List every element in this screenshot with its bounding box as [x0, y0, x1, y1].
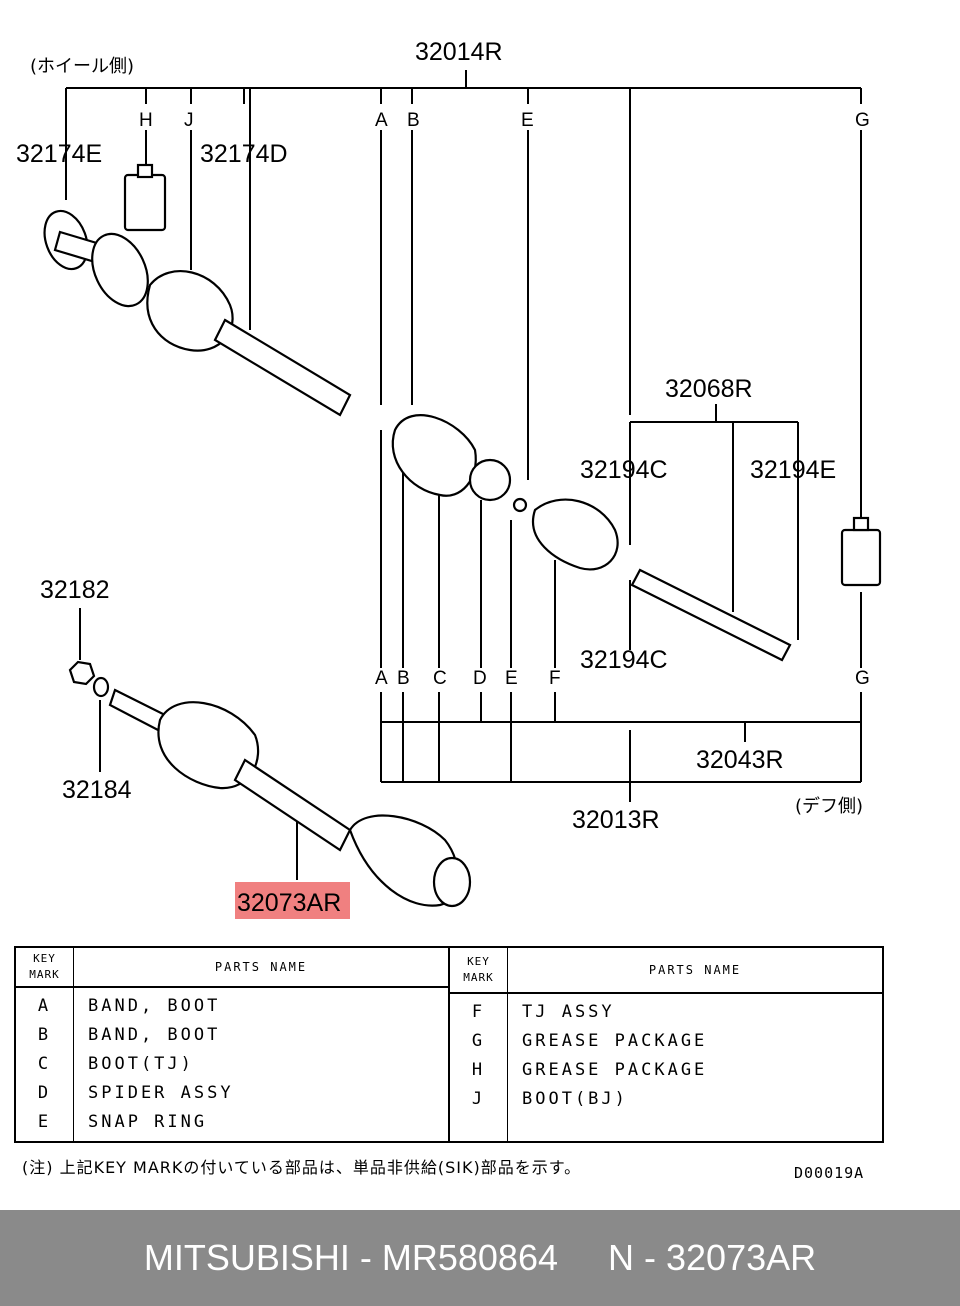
key-mark-header-text: KEY MARK [463, 955, 494, 984]
callout-32014R: 32014R [415, 38, 503, 66]
lower-drive-shaft-32073AR [68, 660, 472, 908]
parts-table-right: KEY MARK PARTS NAME F G H J TJ ASSY GREA… [448, 948, 882, 1141]
table-name-cell: BAND, BOOT [88, 996, 221, 1016]
parts-table-left: KEY MARK PARTS NAME A B C D E BAND, BOOT… [16, 948, 448, 1141]
table-header: KEY MARK PARTS NAME [16, 948, 448, 988]
table-name-cell: SNAP RING [88, 1112, 208, 1132]
callout-32194C-bottom: 32194C [580, 646, 668, 674]
table-key-cell: C [37, 1054, 52, 1074]
key-mark-header: KEY MARK [16, 948, 74, 986]
footnote: (注) 上記KEY MARKの付いている部品は、単品非供給(SIK)部品を示す。 [22, 1158, 582, 1177]
callout-32068R: 32068R [665, 375, 753, 403]
callout-32182: 32182 [40, 576, 110, 604]
parts-table: KEY MARK PARTS NAME A B C D E BAND, BOOT… [14, 946, 884, 1143]
parts-name-header: PARTS NAME [214, 960, 308, 974]
callout-32013R: 32013R [572, 806, 660, 834]
table-key-cell: F [471, 1002, 486, 1022]
callout-32184: 32184 [62, 776, 132, 804]
callout-32043R: 32043R [696, 746, 784, 774]
leader-lines [65, 70, 862, 880]
table-name-cell: BOOT(TJ) [88, 1054, 194, 1074]
table-key-cell: J [471, 1089, 486, 1109]
upper-drive-shaft [43, 163, 882, 662]
key-G-top: G [855, 110, 870, 131]
key-D-bottom: D [473, 668, 487, 689]
name-column: BAND, BOOT BAND, BOOT BOOT(TJ) SPIDER AS… [74, 988, 448, 1141]
callout-32174E: 32174E [16, 140, 102, 168]
key-E-top: E [521, 110, 534, 131]
table-body: A B C D E BAND, BOOT BAND, BOOT BOOT(TJ)… [16, 988, 448, 1141]
key-A-top: A [375, 110, 388, 131]
callout-32073AR: 32073AR [237, 889, 341, 917]
table-key-cell: G [471, 1031, 486, 1051]
table-body: F G H J TJ ASSY GREASE PACKAGE GREASE PA… [450, 994, 882, 1141]
key-G-bottom: G [855, 668, 870, 689]
key-mark-header-text: KEY MARK [29, 952, 60, 981]
key-B-top: B [407, 110, 420, 131]
key-F-bottom: F [549, 668, 561, 689]
table-name-cell: GREASE PACKAGE [522, 1060, 708, 1080]
table-name-cell: TJ ASSY [522, 1002, 615, 1022]
exploded-parts-diagram: (ホイール側) 32014R 32174E 32174D 32068R 3219… [16, 38, 882, 919]
table-key-cell: A [37, 996, 52, 1016]
highlight-box [235, 882, 350, 919]
name-column: TJ ASSY GREASE PACKAGE GREASE PACKAGE BO… [508, 994, 882, 1141]
table-header: KEY MARK PARTS NAME [450, 948, 882, 994]
table-key-cell: E [37, 1112, 52, 1132]
table-key-cell: B [37, 1025, 52, 1045]
key-J-top: J [184, 110, 194, 131]
footer-bar: MITSUBISHI - MR580864 N - 32073AR [0, 1210, 960, 1306]
footer-part-number: MITSUBISHI - MR580864 N - 32073AR [143, 1237, 817, 1278]
diff-side-label: (デフ側) [795, 796, 863, 817]
callout-32194E: 32194E [750, 456, 836, 484]
key-mark-header: KEY MARK [450, 948, 508, 992]
key-A-bottom: A [375, 668, 388, 689]
callout-32174D: 32174D [200, 140, 288, 168]
parts-name-header: PARTS NAME [648, 963, 742, 977]
table-name-cell: GREASE PACKAGE [522, 1031, 708, 1051]
callout-32194C-top: 32194C [580, 456, 668, 484]
key-C-bottom: C [433, 668, 447, 689]
key-column: A B C D E [16, 988, 74, 1141]
table-name-cell: BOOT(BJ) [522, 1089, 628, 1109]
key-E-bottom: E [505, 668, 518, 689]
key-H-top: H [139, 110, 153, 131]
figure-code: D00019A [794, 1164, 865, 1182]
table-key-cell: H [471, 1060, 486, 1080]
table-name-cell: SPIDER ASSY [88, 1083, 234, 1103]
key-B-bottom: B [397, 668, 410, 689]
table-name-cell: BAND, BOOT [88, 1025, 221, 1045]
table-key-cell: D [37, 1083, 52, 1103]
key-column: F G H J [450, 994, 508, 1141]
wheel-side-label: (ホイール側) [30, 56, 134, 77]
